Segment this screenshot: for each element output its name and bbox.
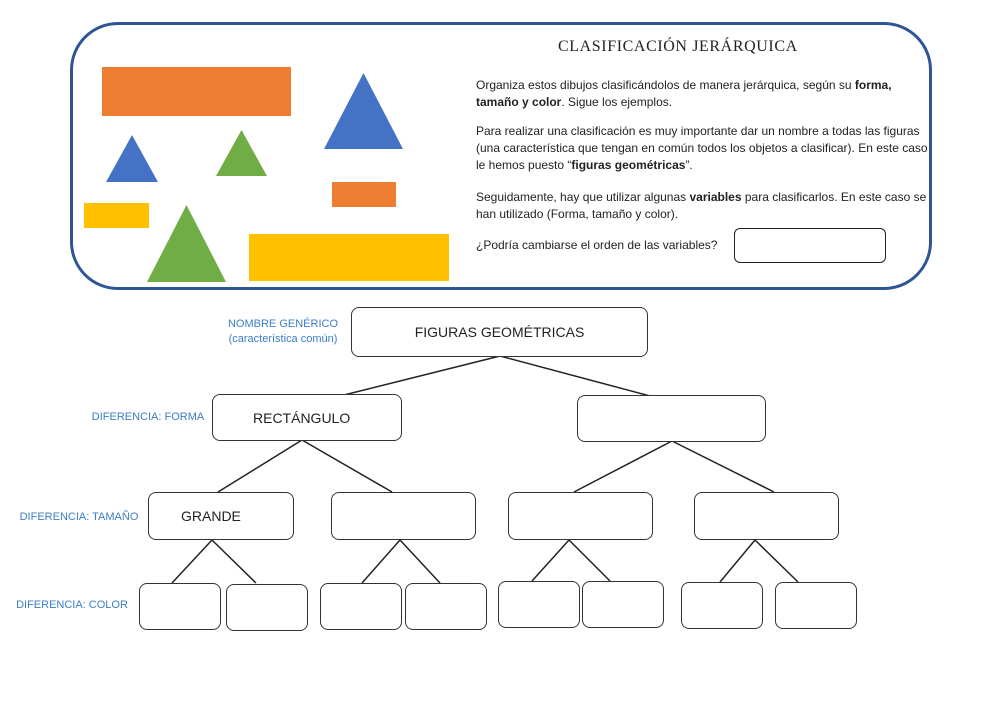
color-node-3[interactable] — [320, 583, 402, 630]
triangle-blue-small — [106, 135, 158, 182]
color-node-7[interactable] — [681, 582, 763, 629]
tamano-input-3[interactable] — [517, 498, 644, 534]
color-node-4[interactable] — [405, 583, 487, 630]
level-label-color: DIFERENCIA: COLOR — [16, 599, 128, 611]
color-input-7[interactable] — [685, 588, 759, 623]
forma-node-2[interactable] — [577, 395, 766, 442]
triangle-green-large — [147, 205, 226, 282]
rectangle-orange-small — [332, 182, 396, 207]
color-input-5[interactable] — [502, 587, 576, 622]
triangle-green-small — [216, 130, 267, 176]
instruction-paragraph-2: Para realizar una clasificación es muy i… — [476, 124, 928, 172]
color-node-1[interactable] — [139, 583, 221, 630]
level-label-generic: NOMBRE GENÉRICO (característica común) — [227, 318, 338, 345]
root-node: FIGURAS GEOMÉTRICAS — [351, 307, 648, 357]
level-label-forma: DIFERENCIA: FORMA — [91, 411, 205, 423]
instruction-paragraph-1: Organiza estos dibujos clasificándolos d… — [476, 78, 892, 109]
color-input-2[interactable] — [230, 590, 304, 625]
color-input-3[interactable] — [324, 589, 398, 624]
color-input-4[interactable] — [409, 589, 483, 624]
level-label-tamano: DIFERENCIA: TAMAÑO — [19, 511, 139, 523]
rectangle-orange-large — [102, 67, 291, 116]
forma-input-2[interactable] — [589, 401, 754, 436]
color-input-8[interactable] — [779, 588, 853, 623]
instructions-panel — [70, 22, 932, 290]
color-node-5[interactable] — [498, 581, 580, 628]
tamano-node-1: GRANDE — [148, 492, 294, 540]
tamano-node-2[interactable] — [331, 492, 476, 540]
tamano-node-3[interactable] — [508, 492, 653, 540]
forma-node-1: RECTÁNGULO — [212, 394, 402, 441]
question-answer-field[interactable] — [734, 228, 886, 263]
instruction-paragraph-3: Seguidamente, hay que utilizar algunas v… — [476, 190, 927, 221]
color-input-6[interactable] — [586, 587, 660, 622]
rectangle-yellow-small — [84, 203, 149, 228]
color-node-2[interactable] — [226, 584, 308, 631]
page-title: CLASIFICACIÓN JERÁRQUICA — [558, 38, 798, 55]
color-node-8[interactable] — [775, 582, 857, 629]
tamano-node-4[interactable] — [694, 492, 839, 540]
rectangle-yellow-large — [249, 234, 449, 281]
tamano-input-2[interactable] — [340, 498, 467, 534]
tamano-input-4[interactable] — [703, 498, 830, 534]
triangle-blue-large — [324, 73, 403, 149]
color-input-1[interactable] — [143, 589, 217, 624]
question-text: ¿Podría cambiarse el orden de las variab… — [476, 238, 718, 252]
color-node-6[interactable] — [582, 581, 664, 628]
